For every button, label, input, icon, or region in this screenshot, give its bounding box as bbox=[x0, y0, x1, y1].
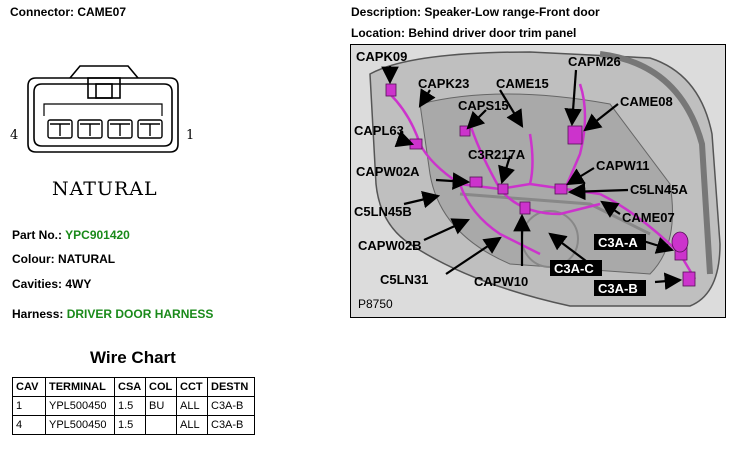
connector-block-capw02a bbox=[469, 176, 483, 188]
cell-csa: 1.5 bbox=[114, 415, 146, 435]
callout-capw10: CAPW10 bbox=[474, 274, 528, 289]
cell-col: BU bbox=[145, 396, 177, 416]
connector-block-capm26 bbox=[567, 125, 583, 145]
callout-came15: CAME15 bbox=[496, 76, 549, 91]
cell-terminal: YPL500450 bbox=[45, 396, 115, 416]
connector-block-c3r217a bbox=[497, 183, 509, 195]
highlighted-callouts: C3A-A C3A-C C3A-B bbox=[550, 234, 646, 296]
callout-caps15: CAPS15 bbox=[458, 98, 509, 113]
callout-capm26: CAPM26 bbox=[568, 54, 621, 69]
part-no-value: YPC901420 bbox=[65, 228, 130, 242]
callout-capw02b: CAPW02B bbox=[358, 238, 422, 253]
callout-box-c3a-b bbox=[594, 280, 646, 296]
cell-cav: 1 bbox=[12, 396, 46, 416]
harness-line: Harness: DRIVER DOOR HARNESS bbox=[12, 307, 214, 321]
colour-line: Colour: NATURAL bbox=[12, 252, 116, 266]
cell-terminal: YPL500450 bbox=[45, 415, 115, 435]
header-cct: CCT bbox=[176, 377, 208, 397]
header-destn: DESTN bbox=[207, 377, 255, 397]
wire-chart-header-row: CAV TERMINAL CSA COL CCT DESTN bbox=[12, 377, 255, 397]
callout-capw11: CAPW11 bbox=[596, 158, 649, 173]
cell-destn: C3A-B bbox=[207, 396, 255, 416]
callout-box-c3a-c bbox=[550, 260, 602, 276]
callout-c5ln45b: C5LN45B bbox=[354, 204, 412, 219]
table-row: 4 YPL500450 1.5 ALL C3A-B bbox=[12, 415, 255, 435]
callout-box-c3a-a bbox=[594, 234, 646, 250]
callout-c5ln31: C5LN31 bbox=[380, 272, 428, 287]
harness-value: DRIVER DOOR HARNESS bbox=[66, 307, 214, 321]
callout-capw02a: CAPW02A bbox=[356, 164, 420, 179]
cavities-line: Cavities: 4WY bbox=[12, 277, 92, 291]
connector-name: CAME07 bbox=[77, 5, 127, 19]
cell-csa: 1.5 bbox=[114, 396, 146, 416]
wire-chart-title: Wire Chart bbox=[90, 348, 176, 367]
pin-label-left: 4 bbox=[10, 128, 19, 143]
callout-capk09: CAPK09 bbox=[356, 49, 407, 64]
diagram-reference: P8750 bbox=[358, 297, 393, 311]
callout-c3r217a: C3R217A bbox=[468, 147, 526, 162]
connector-block-capw11 bbox=[554, 183, 568, 195]
callout-came08: CAME08 bbox=[620, 94, 673, 109]
table-row: 1 YPL500450 1.5 BU ALL C3A-B bbox=[12, 396, 255, 416]
connector-block-capk09 bbox=[385, 83, 397, 97]
connector-block-capw10 bbox=[519, 201, 531, 215]
callout-c3a-b: C3A-B bbox=[598, 281, 638, 296]
callout-c5ln45a: C5LN45A bbox=[630, 182, 688, 197]
speaker-connector-came07 bbox=[671, 231, 689, 253]
pin-label-right: 1 bbox=[186, 128, 195, 143]
callout-c3a-c: C3A-C bbox=[554, 261, 594, 276]
header-cav: CAV bbox=[12, 377, 46, 397]
callout-capk23: CAPK23 bbox=[418, 76, 469, 91]
connector-face-drawing bbox=[27, 65, 179, 153]
part-no-line: Part No.: YPC901420 bbox=[12, 228, 130, 242]
cell-col bbox=[145, 415, 177, 435]
callout-capl63: CAPL63 bbox=[354, 123, 404, 138]
connector-block-c3a-b bbox=[682, 271, 696, 287]
header-terminal: TERMINAL bbox=[45, 377, 115, 397]
callout-c3a-a: C3A-A bbox=[598, 235, 638, 250]
door-frame-edge bbox=[599, 51, 713, 275]
description-line: Description: Speaker-Low range-Front doo… bbox=[351, 5, 600, 19]
door-rail bbox=[459, 192, 651, 236]
location-diagram: CAPK09 CAPK23 CAME15 CAPM26 CAME08 CAPS1… bbox=[350, 44, 726, 318]
header-col: COL bbox=[145, 377, 177, 397]
cell-cct: ALL bbox=[176, 415, 208, 435]
wire-chart-table: CAV TERMINAL CSA COL CCT DESTN 1 YPL5004… bbox=[12, 377, 255, 435]
cell-destn: C3A-B bbox=[207, 415, 255, 435]
location-line: Location: Behind driver door trim panel bbox=[351, 26, 577, 40]
leader-arrows bbox=[381, 66, 683, 291]
connector-colour-label: NATURAL bbox=[52, 178, 158, 200]
callout-came07: CAME07 bbox=[622, 210, 675, 225]
header-csa: CSA bbox=[114, 377, 146, 397]
cell-cav: 4 bbox=[12, 415, 46, 435]
connector-title: Connector: CAME07 bbox=[10, 5, 127, 19]
connector-block-caps15 bbox=[459, 125, 471, 137]
cell-cct: ALL bbox=[176, 396, 208, 416]
